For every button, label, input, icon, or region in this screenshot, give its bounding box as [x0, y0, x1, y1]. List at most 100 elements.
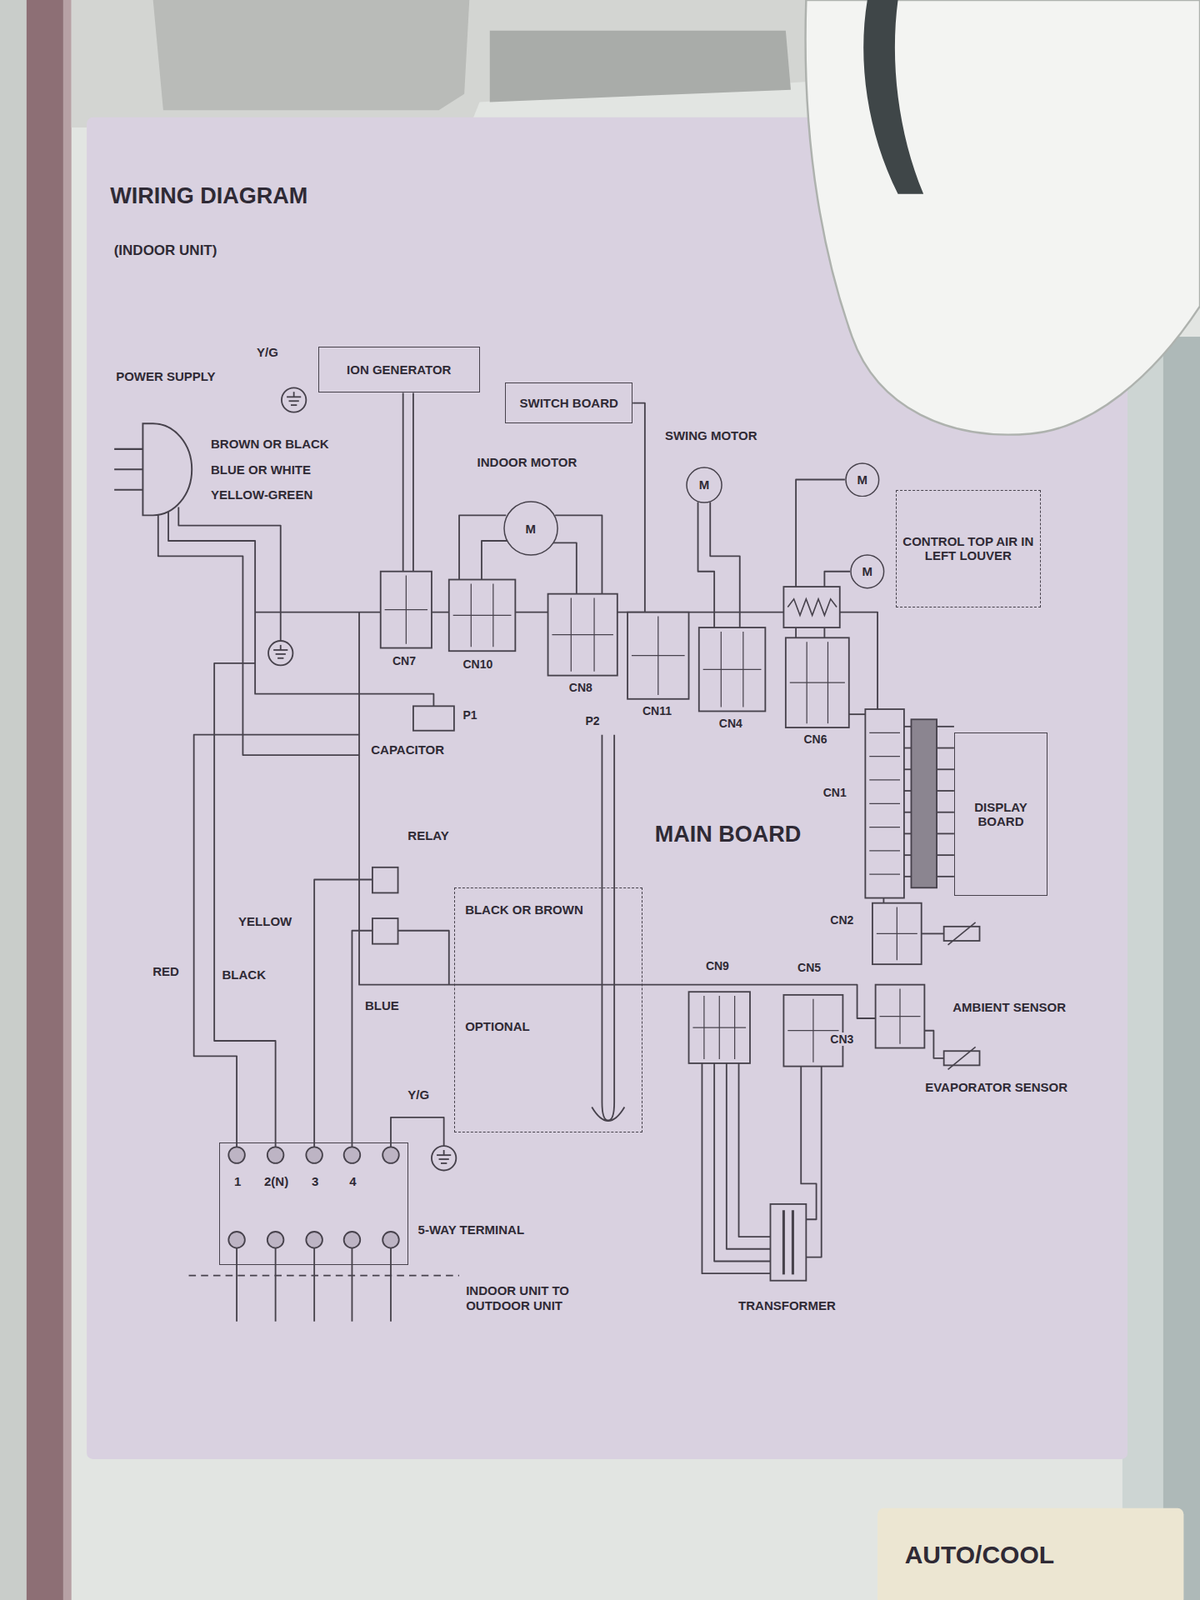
label-slot: Y/G: [255, 345, 280, 360]
terminal-post: [344, 1146, 361, 1164]
optional-box: BLACK OR BROWN OPTIONAL: [454, 887, 644, 1133]
pin-divider: [453, 615, 512, 616]
label-slot: CN2: [828, 913, 855, 927]
wire: [800, 1066, 816, 1220]
wire-color-label: BLUE: [363, 998, 401, 1013]
ground-circle: [268, 640, 293, 665]
node-text: M: [699, 477, 710, 492]
label-slot: BLACK: [220, 967, 268, 982]
wire: [314, 880, 373, 1148]
part-label: POWER SUPPLY: [114, 369, 217, 384]
pin-divider: [631, 655, 685, 656]
pin-divider: [787, 1030, 839, 1031]
terminal-post: [305, 1146, 323, 1164]
connector-symbol: [380, 571, 432, 649]
node-text: SWITCH BOARD: [519, 395, 618, 410]
wire: [178, 507, 280, 641]
connector-label: CN1: [821, 785, 849, 800]
label-slot: (INDOOR UNIT): [112, 242, 220, 260]
node-text: OPTIONAL: [465, 1019, 530, 1034]
wire: [921, 932, 945, 935]
motor-symbol: M: [845, 462, 880, 498]
terminal-post: [382, 1146, 400, 1164]
wire: [795, 627, 797, 638]
wire: [553, 542, 577, 594]
wire: [555, 515, 602, 594]
connector-body: [413, 705, 455, 730]
note-box: CONTROL TOP AIR IN LEFT LOUVER: [895, 490, 1040, 608]
connector-body: [689, 991, 750, 1064]
connector-label: CN3: [828, 1032, 855, 1046]
part-label: RELAY: [405, 828, 450, 843]
ground-circle: [431, 1145, 456, 1170]
wire-color-label: Y/G: [405, 1087, 431, 1102]
terminal-post: [305, 1231, 323, 1249]
wire: [351, 1248, 354, 1322]
wire: [936, 747, 955, 750]
frame-side: [1163, 336, 1200, 1600]
label-slot: YELLOW-GREEN: [209, 487, 315, 502]
wire: [936, 725, 955, 728]
label-slot: P2: [583, 714, 601, 728]
frame-strip: [63, 0, 72, 1600]
wire: [714, 1063, 770, 1262]
connector-body: [785, 637, 850, 728]
part-label: CAPACITOR: [369, 742, 446, 757]
label-slot: CN1: [821, 785, 849, 800]
heater-symbol: [591, 1081, 625, 1121]
label-slot: RED: [150, 964, 181, 979]
part-label: SWING MOTOR: [663, 428, 760, 443]
wire-color-label: YELLOW-GREEN: [209, 487, 315, 502]
wire: [398, 930, 450, 985]
connector-symbol: [785, 637, 850, 728]
connector-body: [783, 995, 843, 1067]
wire: [402, 392, 405, 571]
connector-label: CN10: [460, 657, 495, 671]
wire: [904, 854, 912, 856]
wire: [936, 768, 955, 770]
label-slot: POWER SUPPLY: [114, 369, 217, 384]
wire-color-label: YELLOW: [236, 914, 294, 929]
part-label: AMBIENT SENSOR: [950, 1000, 1068, 1015]
wire: [904, 790, 912, 792]
connector-label: CN9: [704, 959, 731, 973]
wire: [701, 1063, 770, 1274]
ground-symbol: [431, 1145, 456, 1170]
connector-body: [449, 580, 516, 652]
metal-bracket: [490, 30, 791, 103]
label-slot: YELLOW: [236, 914, 294, 929]
terminal-post: [267, 1231, 285, 1249]
node-text: M: [862, 564, 874, 579]
label-slot: CN5: [795, 960, 823, 975]
label-slot: BLUE OR WHITE: [209, 462, 313, 477]
wire: [904, 747, 912, 750]
wire: [158, 514, 360, 755]
label-slot: AMBIENT SENSOR: [950, 1000, 1068, 1015]
plug-symbol: [114, 423, 192, 515]
metal-bracket: [71, 0, 817, 128]
terminal-post: [382, 1231, 400, 1249]
wire: [390, 1248, 392, 1322]
wire: [194, 735, 360, 1148]
wire: [275, 1248, 277, 1322]
label-slot: CN4: [717, 716, 745, 730]
wire: [459, 515, 506, 580]
pin-divider: [692, 1026, 746, 1028]
connector-symbol: [627, 612, 689, 700]
label-slot: INDOOR UNIT TO OUTDOOR UNIT: [464, 1283, 621, 1313]
connector-label: CN7: [390, 654, 418, 668]
connector-symbol: [689, 991, 750, 1064]
pin-divider: [869, 779, 900, 780]
pin-divider: [869, 732, 900, 734]
node-text: BLACK OR BROWN: [465, 902, 584, 917]
label-slot: TRANSFORMER: [736, 1298, 838, 1313]
note-label: INDOOR UNIT TO OUTDOOR UNIT: [464, 1283, 621, 1313]
text-slot: OPTIONAL: [465, 1019, 530, 1034]
wire: [824, 571, 850, 587]
connector-symbol: [449, 580, 516, 652]
connector-label: CN6: [801, 732, 829, 746]
connector-body: [875, 985, 925, 1049]
pin-divider: [869, 850, 900, 851]
label-slot: CN7: [390, 654, 418, 668]
ground-bar: [440, 1162, 447, 1165]
